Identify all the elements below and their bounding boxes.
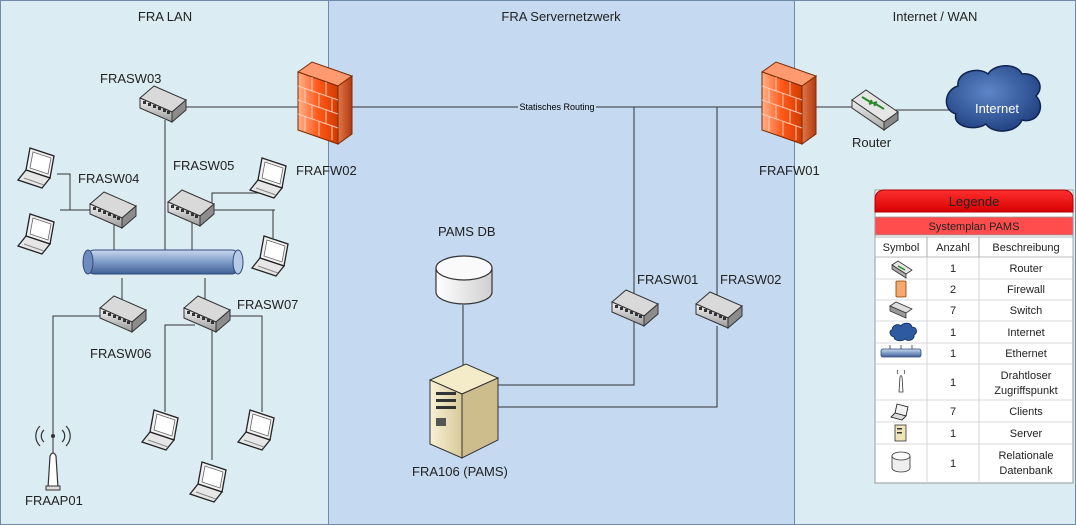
legend-desc-ethernet: Ethernet bbox=[1005, 348, 1047, 360]
legend-header-count: Anzahl bbox=[936, 242, 970, 254]
label-router: Router bbox=[852, 135, 892, 150]
legend-desc-server: Server bbox=[1010, 428, 1043, 440]
label-frasw07: FRASW07 bbox=[237, 297, 298, 312]
label-frafw01: FRAFW01 bbox=[759, 163, 820, 178]
access-point-icon bbox=[896, 369, 906, 393]
legend-count-firewall: 2 bbox=[950, 284, 956, 296]
legend-header-description: Beschreibung bbox=[992, 242, 1059, 254]
legend-count-router: 1 bbox=[950, 263, 956, 275]
laptop-icon bbox=[890, 403, 909, 421]
router-icon[interactable] bbox=[851, 89, 899, 131]
legend-count-access-point: 1 bbox=[950, 377, 956, 389]
legend-count-server: 1 bbox=[950, 428, 956, 440]
routing-label-bg bbox=[518, 101, 596, 113]
legend-desc-access-point-line1: Drahtloser bbox=[1001, 370, 1052, 382]
database-icon bbox=[891, 451, 911, 473]
server-icon bbox=[894, 424, 907, 442]
legend-desc-firewall: Firewall bbox=[1007, 284, 1045, 296]
legend-title: Legende bbox=[949, 194, 1000, 209]
ethernet-bus[interactable] bbox=[82, 249, 244, 275]
label-frasw04: FRASW04 bbox=[78, 171, 139, 186]
label-frasw03: FRASW03 bbox=[100, 71, 161, 86]
legend-count-ethernet: 1 bbox=[950, 348, 956, 360]
zone-title-server: FRA Servernetzwerk bbox=[501, 9, 621, 24]
server-icon[interactable] bbox=[428, 363, 500, 459]
database-icon[interactable] bbox=[435, 255, 493, 305]
firewall-icon bbox=[895, 280, 907, 298]
legend-desc-switch: Switch bbox=[1010, 305, 1042, 317]
zone-title-lan: FRA LAN bbox=[138, 9, 192, 24]
legend-count-switch: 7 bbox=[950, 305, 956, 317]
label-fraap01: FRAAP01 bbox=[25, 493, 83, 508]
legend-header-symbol: Symbol bbox=[883, 242, 920, 254]
legend: Legende Systemplan PAMS Symbol Anzahl Be… bbox=[874, 189, 1074, 484]
router-icon bbox=[891, 260, 913, 279]
legend-desc-database-line2: Datenbank bbox=[999, 465, 1053, 477]
label-frasw02: FRASW02 bbox=[720, 272, 781, 287]
label-frasw05: FRASW05 bbox=[173, 158, 234, 173]
switch-icon bbox=[889, 301, 913, 319]
label-frasw01: FRASW01 bbox=[637, 272, 698, 287]
legend-desc-database-line1: Relationale bbox=[998, 450, 1053, 462]
cloud-icon bbox=[889, 322, 917, 342]
legend-count-clients: 7 bbox=[950, 406, 956, 418]
access-point-icon[interactable] bbox=[35, 425, 71, 491]
legend-desc-router: Router bbox=[1009, 263, 1042, 275]
label-internet: Internet bbox=[975, 101, 1019, 116]
label-frasw06: FRASW06 bbox=[90, 346, 151, 361]
legend-desc-access-point-line2: Zugriffspunkt bbox=[994, 385, 1057, 397]
firewall-frafw02-icon[interactable] bbox=[297, 61, 353, 145]
legend-count-internet: 1 bbox=[950, 327, 956, 339]
routing-label: Statisches Routing bbox=[519, 102, 594, 112]
server-zone bbox=[328, 0, 795, 525]
legend-subtitle: Systemplan PAMS bbox=[929, 221, 1020, 233]
legend-desc-clients: Clients bbox=[1009, 406, 1043, 418]
internet-cloud-icon[interactable] bbox=[945, 65, 1042, 132]
ethernet-icon bbox=[880, 345, 922, 358]
legend-count-database: 1 bbox=[950, 458, 956, 470]
label-frafw02: FRAFW02 bbox=[296, 163, 357, 178]
zone-title-wan: Internet / WAN bbox=[893, 9, 978, 24]
label-fra106: FRA106 (PAMS) bbox=[412, 464, 508, 479]
label-pams-db: PAMS DB bbox=[438, 224, 496, 239]
legend-desc-internet: Internet bbox=[1007, 327, 1044, 339]
firewall-frafw01-icon[interactable] bbox=[761, 61, 817, 145]
